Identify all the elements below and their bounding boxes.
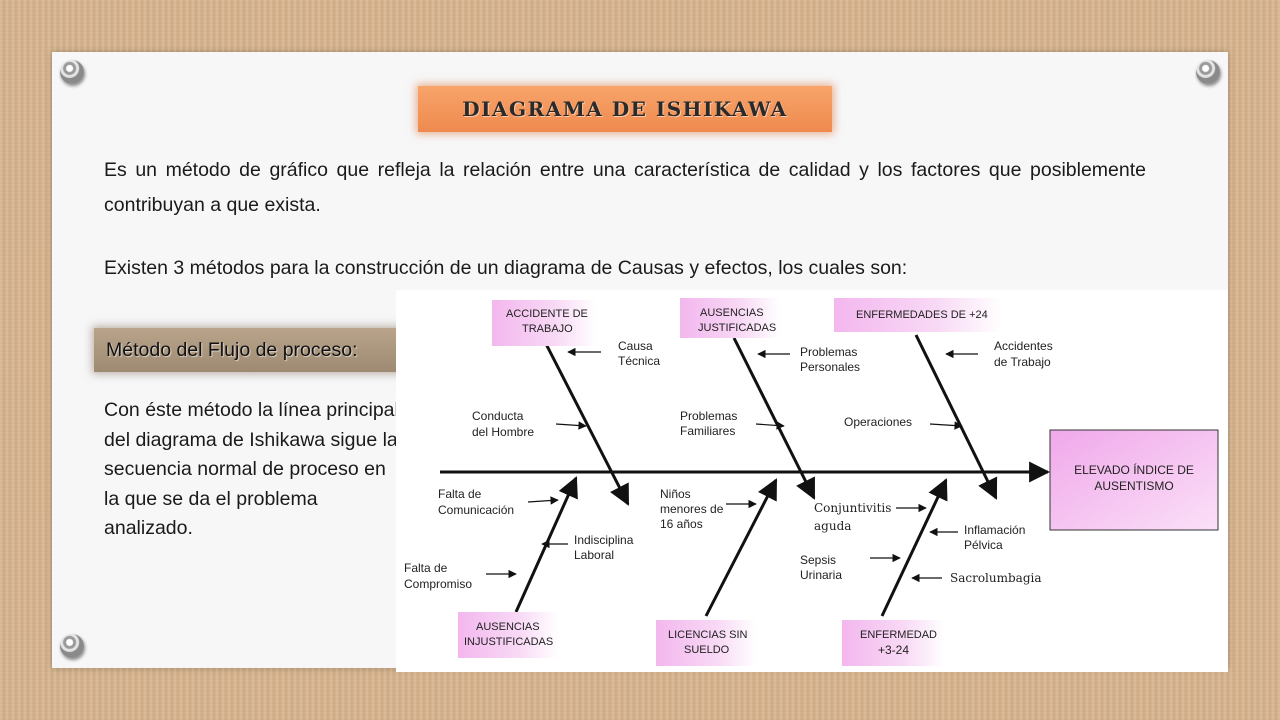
- category-box-licencias: [656, 620, 756, 666]
- cause-ninos-line-3: 16 años: [660, 517, 703, 531]
- bone-ausencias-justificadas: [732, 337, 816, 500]
- cause-conjuntivitis-line-1: Conjuntivitis: [814, 501, 891, 515]
- category-box-enfermedades: [834, 298, 1002, 332]
- method-title: Método del Flujo de proceso:: [106, 338, 358, 361]
- cause-accidentes-trabajo-line-2: de Trabajo: [994, 355, 1051, 369]
- cause-inflamacion-line-2: Pélvica: [964, 538, 1003, 552]
- page-title: DIAGRAMA DE ISHIKAWA: [462, 97, 788, 121]
- cause-indisciplina-line-2: Laboral: [574, 548, 614, 562]
- effect-label-line-1: ELEVADO ÍNDICE DE: [1074, 462, 1194, 477]
- cause-ninos-line-1: Niños: [660, 487, 691, 501]
- cause-problemas-personales-line-2: Personales: [800, 360, 860, 374]
- category-enfermedad-line-2: +3-24: [878, 643, 909, 657]
- intro-paragraph: Es un método de gráfico que refleja la r…: [104, 159, 1146, 216]
- cause-causa-tecnica-line-1: Causa: [618, 339, 653, 353]
- category-ausencias-injustificadas-line-1: AUSENCIAS: [476, 621, 540, 633]
- bone-enfermedades: [914, 334, 998, 500]
- category-enfermedad-line-1: ENFERMEDAD: [860, 629, 937, 641]
- cause-falta-compromiso-line-1: Falta de: [404, 561, 448, 575]
- pin-top-right-icon: [1196, 60, 1220, 84]
- cause-problemas-familiares-line-2: Familiares: [680, 424, 735, 438]
- arrow-problemas-familiares: [755, 421, 785, 430]
- arrow-operaciones: [929, 421, 963, 430]
- pin-top-left-icon: [60, 60, 84, 84]
- cause-problemas-familiares-line-1: Problemas: [680, 409, 737, 423]
- cause-inflamacion-line-1: Inflamación: [964, 523, 1025, 537]
- arrow-conducta: [555, 421, 587, 430]
- category-ausencias-justificadas-line-1: AUSENCIAS: [700, 307, 764, 319]
- cause-operaciones: Operaciones: [844, 415, 912, 429]
- category-box-ausencias-injustificadas: [458, 612, 558, 658]
- cause-indisciplina-line-1: Indisciplina: [574, 533, 634, 547]
- category-licencias-line-2: SUELDO: [684, 644, 730, 656]
- category-ausencias-justificadas-line-2: JUSTIFICADAS: [698, 322, 776, 334]
- category-licencias-line-1: LICENCIAS SIN: [668, 629, 748, 641]
- cause-ninos-line-2: menores de: [660, 502, 724, 516]
- cause-conducta-line-1: Conducta: [472, 409, 524, 423]
- cause-sepsis-line-2: Urinaria: [800, 568, 842, 582]
- category-accidente-line-1: ACCIDENTE DE: [506, 308, 588, 320]
- category-ausencias-injustificadas-line-2: INJUSTIFICADAS: [464, 636, 553, 648]
- cause-causa-tecnica-line-2: Técnica: [618, 354, 660, 368]
- arrow-falta-comunicacion: [527, 496, 559, 505]
- cause-problemas-personales-line-1: Problemas: [800, 345, 857, 359]
- effect-label-line-2: AUSENTISMO: [1094, 479, 1173, 493]
- cause-accidentes-trabajo-line-1: Accidentes: [994, 339, 1053, 353]
- bone-enfermedad: [880, 478, 948, 617]
- cause-falta-compromiso-line-2: Compromiso: [404, 577, 472, 591]
- pin-bottom-left-icon: [60, 634, 84, 658]
- cause-sepsis-line-1: Sepsis: [800, 553, 836, 567]
- category-enfermedades: ENFERMEDADES DE +24: [856, 309, 988, 321]
- category-box-ausencias-justificadas: [680, 298, 780, 338]
- method-description: Con éste método la línea principal del d…: [104, 399, 399, 539]
- cause-conducta-line-2: del Hombre: [472, 425, 534, 439]
- cause-falta-comunicacion-line-2: Comunicación: [438, 503, 514, 517]
- title-banner: DIAGRAMA DE ISHIKAWA: [418, 86, 832, 132]
- cause-sacrolumbagia: Sacrolumbagia: [950, 571, 1042, 585]
- category-accidente-line-2: TRABAJO: [522, 323, 573, 335]
- effect-box: [1049, 429, 1219, 531]
- methods-intro-paragraph: Existen 3 métodos para la construcción d…: [104, 257, 908, 279]
- cause-conjuntivitis-line-2: aguda: [814, 519, 851, 533]
- ishikawa-diagram: ELEVADO ÍNDICE DE AUSENTISMO ACCIDENTE D…: [396, 290, 1228, 672]
- category-box-accidente: [492, 300, 596, 346]
- bone-licencias: [704, 478, 778, 617]
- method-title-banner: Método del Flujo de proceso:: [94, 328, 428, 372]
- category-box-enfermedad: [842, 620, 944, 666]
- cause-falta-comunicacion-line-1: Falta de: [438, 487, 482, 501]
